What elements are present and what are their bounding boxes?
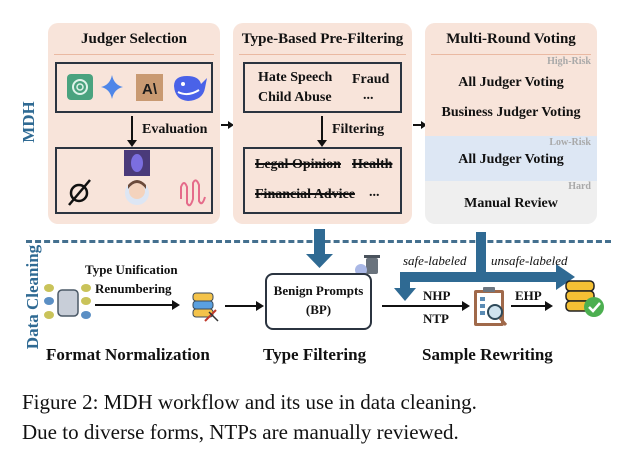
bp-line2: (BP) xyxy=(305,302,332,317)
figure-caption-line1: Figure 2: MDH workflow and its use in da… xyxy=(22,390,477,414)
low-risk-tier xyxy=(425,136,597,181)
kept-type: Fraud xyxy=(352,72,390,87)
figure-caption-line2: Due to diverse forms, NTPs are manually … xyxy=(22,420,459,444)
voting-split-arrow xyxy=(394,232,575,301)
filtering-label: Filtering xyxy=(332,122,385,137)
filtering-arrow xyxy=(321,116,323,142)
top-judgers-box: A\ xyxy=(55,62,213,113)
benign-prompts-box: Benign Prompts (BP) xyxy=(265,273,372,330)
clipboard-review-icon xyxy=(474,287,508,326)
voting-item: All Judger Voting xyxy=(458,152,564,167)
kept-type: ... xyxy=(363,88,374,103)
sound-wave-logo-icon xyxy=(180,179,206,207)
low-risk-label: Low-Risk xyxy=(549,137,591,148)
girl-avatar-icon xyxy=(125,180,149,205)
hard-label: Hard xyxy=(568,181,591,192)
pre-filtering-panel: Type-Based Pre-Filtering Hate Speech Fra… xyxy=(233,23,412,224)
kept-type: Hate Speech xyxy=(258,70,333,85)
type-unification-label: Type Unification xyxy=(85,262,178,277)
judger-selection-panel: Judger Selection A\ Evaluation xyxy=(48,23,220,224)
voting-item: Manual Review xyxy=(464,196,558,211)
filtering-arrowhead xyxy=(317,140,327,147)
voting-title: Multi-Round Voting xyxy=(446,31,576,47)
database-tools-icon xyxy=(192,292,219,322)
cleaning-flow-svg xyxy=(44,229,604,326)
removed-type: ... xyxy=(369,185,380,200)
divider xyxy=(431,54,591,55)
evaluation-arrow xyxy=(131,116,133,142)
voting-item: All Judger Voting xyxy=(458,75,564,90)
removed-types-box: Legal Opinion Health Financial Advice ..… xyxy=(243,147,402,214)
kept-types-box: Hate Speech Fraud Child Abuse ... xyxy=(243,62,402,113)
anthropic-logo-icon: A\ xyxy=(136,74,163,101)
removed-type: Health xyxy=(352,157,393,172)
ehp-label: EHP xyxy=(515,288,542,303)
verified-database-icon xyxy=(565,280,604,317)
svg-text:A\: A\ xyxy=(142,81,158,98)
evaluation-arrowhead xyxy=(127,140,137,147)
removed-type: Financial Advice xyxy=(255,187,355,202)
type-filtering-stage: Type Filtering xyxy=(263,345,367,364)
voting-item: Business Judger Voting xyxy=(441,105,581,120)
bottom-judgers-box xyxy=(55,147,213,214)
grok-logo-icon xyxy=(68,179,91,206)
format-normalization-stage: Format Normalization xyxy=(46,345,210,364)
nhp-label: NHP xyxy=(423,288,451,303)
high-risk-label: High-Risk xyxy=(547,56,591,67)
removed-type: Legal Opinion xyxy=(255,157,341,172)
rewrite-to-ehp-arrow xyxy=(511,301,553,311)
deepseek-whale-icon xyxy=(174,76,207,101)
flow-arrow-2 xyxy=(413,124,423,126)
llama-avatar-icon xyxy=(124,150,150,176)
sample-rewriting-stage: Sample Rewriting xyxy=(422,345,553,364)
flow-arrowhead-2 xyxy=(421,121,427,129)
data-network-icon xyxy=(44,284,91,319)
kept-type: Child Abuse xyxy=(258,90,332,105)
pre-filtering-title: Type-Based Pre-Filtering xyxy=(241,31,404,47)
top-judger-icons: A\ xyxy=(67,74,207,101)
unsafe-labeled-label: unsafe-labeled xyxy=(491,253,568,268)
renumbering-label: Renumbering xyxy=(95,281,172,296)
voting-panel: Multi-Round Voting High-Risk All Judger … xyxy=(425,23,597,224)
bp-line1: Benign Prompts xyxy=(273,283,364,298)
flow-arrowhead-1 xyxy=(228,121,234,129)
to-bp-arrow xyxy=(225,301,264,311)
safe-labeled-label: safe-labeled xyxy=(403,253,467,268)
bp-to-rewrite-arrow xyxy=(382,301,470,311)
evaluation-label: Evaluation xyxy=(142,122,208,137)
divider xyxy=(54,54,214,55)
gemini-star-icon xyxy=(101,75,123,99)
flow-arrow-1 xyxy=(221,124,230,126)
pre-filter-to-bp-arrow xyxy=(306,229,333,268)
ntp-label: NTP xyxy=(423,311,449,326)
format-arrow xyxy=(95,300,180,310)
divider xyxy=(239,54,406,55)
openai-logo-icon xyxy=(67,74,93,100)
high-risk-tier xyxy=(425,23,597,136)
bottom-judger-icons xyxy=(68,150,206,207)
judger-selection-title: Judger Selection xyxy=(81,31,187,47)
